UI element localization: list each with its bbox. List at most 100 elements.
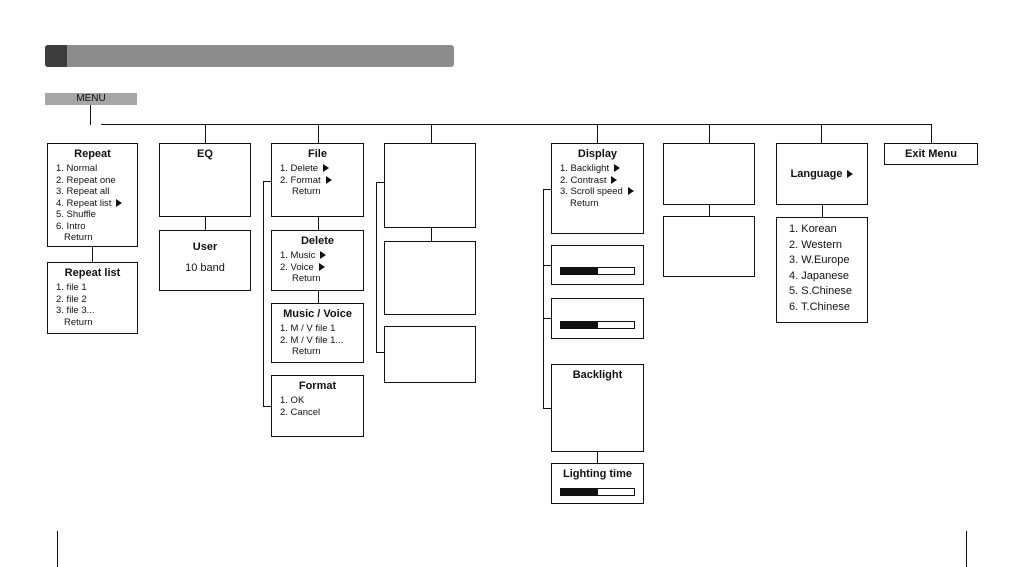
file-bracket-bottom	[263, 406, 271, 407]
drop-col6	[709, 124, 710, 143]
col4-bracket-top	[376, 182, 384, 183]
format-title: Format	[298, 380, 337, 392]
user-title: User	[192, 241, 218, 253]
col4-box-bottom	[384, 326, 476, 383]
arrow-right-icon	[318, 262, 325, 271]
contrast-bar	[560, 267, 635, 275]
exit-menu-title: Exit Menu	[905, 148, 957, 160]
music-voice-title: Music / Voice	[283, 308, 352, 320]
display-bracket-scroll	[543, 318, 551, 319]
scroll-speed-box	[551, 298, 644, 339]
display-item: Return	[570, 197, 599, 209]
trunk-vertical	[90, 105, 91, 125]
delete-box: Delete 1. Music 2. Voice Return	[271, 230, 364, 291]
display-item: 3. Scroll speed	[560, 186, 643, 198]
backlight-title: Backlight	[572, 369, 623, 381]
eq-title: EQ	[197, 148, 213, 160]
language-option: 6. T.Chinese	[789, 300, 850, 313]
file-title: File	[308, 148, 327, 160]
header-bar	[45, 45, 454, 67]
col4-box-top	[384, 143, 476, 228]
delete-item: 2. Voice	[280, 262, 363, 274]
page-edge-left	[57, 531, 58, 567]
arrow-right-icon	[325, 175, 332, 184]
connector-file	[318, 217, 319, 230]
col4-box-middle	[384, 241, 476, 315]
file-item: Return	[292, 186, 321, 197]
repeat-item: 3. Repeat all	[56, 186, 110, 197]
format-box: Format 1. OK 2. Cancel	[271, 375, 364, 437]
scroll-speed-bar-fill	[561, 322, 598, 328]
language-option: 5. S.Chinese	[789, 285, 852, 297]
col6-box-bottom	[663, 216, 755, 277]
contrast-box	[551, 245, 644, 285]
lighting-time-bar-fill	[561, 489, 598, 495]
col4-bracket-vertical	[376, 182, 377, 352]
repeat-item: Return	[64, 232, 93, 243]
trunk-horizontal	[101, 124, 931, 125]
format-item: 1. OK	[280, 395, 305, 406]
repeat-item: 2. Repeat one	[56, 174, 116, 186]
col4-bracket-bottom	[376, 352, 384, 353]
drop-eq	[205, 124, 206, 143]
language-box: Language	[776, 143, 868, 205]
user-line: 10 band	[185, 262, 225, 274]
language-title: Language	[777, 168, 867, 180]
format-item: 2. Cancel	[280, 406, 321, 418]
file-bracket-vertical	[263, 181, 264, 406]
display-item: 2. Contrast	[560, 175, 643, 187]
music-voice-item: Return	[292, 346, 321, 357]
repeat-list-item: 3. file 3...	[56, 305, 95, 316]
display-box: Display 1. Backlight 2. Contrast 3. Scro…	[551, 143, 644, 234]
file-bracket-top	[263, 181, 271, 182]
delete-title: Delete	[300, 235, 335, 247]
repeat-box: Repeat 1. Normal 2. Repeat one 3. Repeat…	[47, 143, 138, 247]
lighting-time-bar	[560, 488, 635, 496]
connector-backlight	[597, 452, 598, 463]
music-voice-item: 1. M / V file 1	[280, 323, 336, 334]
connector-delete	[318, 291, 319, 303]
header-square	[45, 45, 67, 67]
repeat-item: 4. Repeat list	[56, 198, 137, 210]
music-voice-item: 2. M / V file 1...	[280, 334, 344, 346]
menu-label: MENU	[45, 93, 137, 105]
backlight-box: Backlight	[551, 364, 644, 452]
arrow-right-icon	[847, 170, 854, 179]
repeat-list-item: Return	[64, 316, 93, 328]
repeat-list-item: 1. file 1	[56, 282, 87, 293]
arrow-right-icon	[627, 187, 634, 196]
display-bracket-vertical	[543, 189, 544, 408]
language-option: 4. Japanese	[789, 269, 849, 282]
lighting-time-title: Lighting time	[562, 468, 633, 480]
repeat-list-box: Repeat list 1. file 1 2. file 2 3. file …	[47, 262, 138, 334]
music-voice-box: Music / Voice 1. M / V file 1 2. M / V f…	[271, 303, 364, 363]
display-item: 1. Backlight	[560, 163, 643, 175]
connector-col4	[431, 228, 432, 241]
arrow-right-icon	[323, 164, 330, 173]
connector-eq	[205, 217, 206, 230]
repeat-title: Repeat	[74, 148, 111, 160]
drop-col4	[431, 124, 432, 143]
language-options-box: 1. Korean 2. Western 3. W.Europe 4. Japa…	[776, 217, 868, 323]
connector-language	[822, 205, 823, 217]
eq-box: EQ	[159, 143, 251, 217]
display-bracket-contrast	[543, 265, 551, 266]
connector-repeat	[92, 247, 93, 262]
delete-item: 1. Music	[280, 250, 363, 262]
repeat-item: 1. Normal	[56, 163, 98, 174]
repeat-list-item: 2. file 2	[56, 293, 87, 305]
lighting-time-box: Lighting time	[551, 463, 644, 504]
repeat-item: 5. Shuffle	[56, 209, 96, 220]
contrast-bar-fill	[561, 268, 598, 274]
display-bracket-bottom	[543, 408, 551, 409]
repeat-item: 6. Intro	[56, 220, 86, 232]
arrow-right-icon	[320, 251, 327, 260]
language-option: 2. Western	[789, 238, 842, 251]
arrow-right-icon	[116, 198, 123, 207]
exit-menu-box: Exit Menu	[884, 143, 978, 165]
display-title: Display	[577, 148, 618, 160]
language-option: 1. Korean	[789, 223, 837, 235]
display-bracket-top	[543, 189, 551, 190]
file-item: 1. Delete	[280, 163, 363, 175]
drop-file	[318, 124, 319, 143]
